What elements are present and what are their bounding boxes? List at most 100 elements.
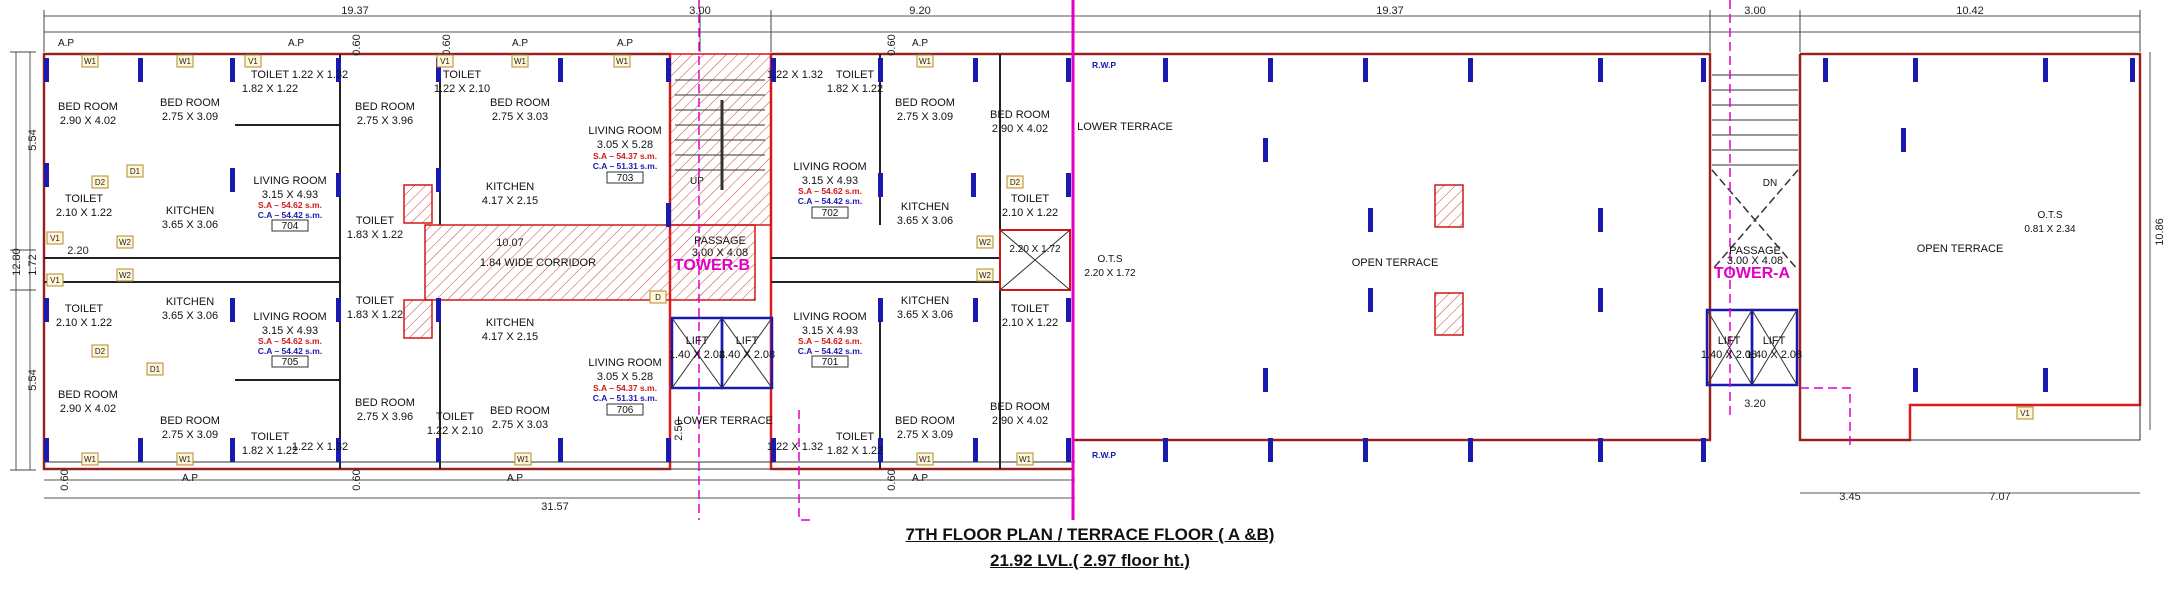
room-size: 2.10 X 1.22 bbox=[56, 317, 112, 329]
dim-left: 5.54 bbox=[27, 129, 39, 150]
area-ca: C.A – 54.42 s.m. bbox=[258, 210, 322, 220]
window-tag: V1 bbox=[50, 276, 60, 285]
dim-misc: 0.60 bbox=[886, 34, 898, 55]
flat-number: 702 bbox=[822, 208, 839, 219]
room-bed: BED ROOM bbox=[490, 405, 550, 417]
column-pillar bbox=[336, 58, 341, 82]
column-pillar bbox=[2043, 368, 2048, 392]
flat-number: 701 bbox=[822, 357, 839, 368]
room-size: 1.40 X 2.08 bbox=[669, 349, 725, 361]
window-tag: D2 bbox=[1010, 178, 1021, 187]
room-size: 1.83 X 1.22 bbox=[347, 309, 403, 321]
room-living: LIVING ROOM bbox=[253, 311, 326, 323]
room-toilet: TOILET bbox=[1011, 193, 1050, 205]
column-pillar bbox=[973, 58, 978, 82]
window-tag: D2 bbox=[95, 347, 106, 356]
room-lower-terrace: LOWER TERRACE bbox=[1077, 121, 1173, 133]
room-size: 2.75 X 3.96 bbox=[357, 115, 413, 127]
column-pillar bbox=[1066, 298, 1071, 322]
ots-box-center bbox=[999, 229, 1071, 291]
room-size: 2.75 X 3.96 bbox=[357, 411, 413, 423]
window-tag-box bbox=[244, 54, 262, 68]
room-size: 2.75 X 3.03 bbox=[492, 419, 548, 431]
rwp-marker: R.W.P bbox=[1092, 60, 1116, 70]
room-size: 3.05 X 5.28 bbox=[597, 371, 653, 383]
column-pillar bbox=[771, 58, 776, 82]
room-toilet: TOILET bbox=[356, 215, 395, 227]
column-pillar bbox=[878, 438, 883, 462]
room-size: 2.75 X 3.09 bbox=[162, 111, 218, 123]
room-size: 1.82 X 1.22 bbox=[827, 83, 883, 95]
flat-number-box bbox=[606, 403, 644, 416]
room-size: 3.65 X 3.06 bbox=[162, 219, 218, 231]
column-pillar bbox=[1363, 58, 1368, 82]
room-size: 2.75 X 3.09 bbox=[162, 429, 218, 441]
window-tag-box bbox=[976, 235, 994, 249]
ap-marker: A.P bbox=[58, 38, 74, 49]
room-bed: BED ROOM bbox=[160, 97, 220, 109]
column-pillar bbox=[44, 163, 49, 187]
window-tag: W1 bbox=[179, 57, 192, 66]
column-pillar bbox=[1363, 438, 1368, 462]
flat-number: 705 bbox=[282, 357, 299, 368]
lift-a2 bbox=[1750, 308, 1799, 387]
room-size: 3.15 X 4.93 bbox=[802, 175, 858, 187]
column-pillar bbox=[973, 298, 978, 322]
room-kitchen: KITCHEN bbox=[486, 317, 534, 329]
column-pillar bbox=[878, 58, 883, 82]
lift-b2 bbox=[720, 316, 774, 390]
column-pillar bbox=[436, 168, 441, 192]
flat-number-box bbox=[811, 355, 849, 368]
column-pillar bbox=[2043, 58, 2048, 82]
room-kitchen: KITCHEN bbox=[901, 295, 949, 307]
area-sa: S.A – 54.62 s.m. bbox=[258, 336, 322, 346]
column-pillar bbox=[1163, 58, 1168, 82]
column-pillar bbox=[1263, 368, 1268, 392]
room-passage: PASSAGE bbox=[694, 235, 746, 247]
dim-top: 3.00 bbox=[689, 5, 710, 17]
dim-misc: 0.60 bbox=[351, 469, 363, 490]
corridor-label: 1.84 WIDE CORRIDOR bbox=[480, 257, 596, 269]
room-living: LIVING ROOM bbox=[793, 311, 866, 323]
room-size: 4.17 X 2.15 bbox=[482, 195, 538, 207]
window-tag-box bbox=[81, 452, 99, 466]
column-pillar bbox=[436, 58, 441, 82]
room-size: 2.75 X 3.09 bbox=[897, 111, 953, 123]
column-pillar bbox=[230, 438, 235, 462]
window-tag: W1 bbox=[616, 57, 629, 66]
ots-size: 0.81 X 2.34 bbox=[2024, 224, 2076, 235]
room-kitchen: KITCHEN bbox=[166, 296, 214, 308]
column-pillar bbox=[1268, 58, 1273, 82]
column-pillar bbox=[230, 298, 235, 322]
column-pillar bbox=[138, 58, 143, 82]
room-kitchen: KITCHEN bbox=[486, 181, 534, 193]
ots-label: O.T.S bbox=[1097, 254, 1122, 265]
ots-hatch-4 bbox=[1434, 292, 1464, 336]
room-size: 2.75 X 3.03 bbox=[492, 111, 548, 123]
room-size: 3.65 X 3.06 bbox=[897, 215, 953, 227]
column-pillar bbox=[1598, 288, 1603, 312]
column-pillar bbox=[558, 58, 563, 82]
ots-hatch-3 bbox=[1434, 184, 1464, 228]
column-pillar bbox=[971, 173, 976, 197]
room-living: LIVING ROOM bbox=[588, 125, 661, 137]
ap-marker: A.P bbox=[617, 38, 633, 49]
window-tag-box bbox=[613, 54, 631, 68]
area-ca: C.A – 54.42 s.m. bbox=[798, 346, 862, 356]
room-toilet: TOILET bbox=[251, 431, 290, 443]
room-bed: BED ROOM bbox=[990, 109, 1050, 121]
column-pillar bbox=[1823, 58, 1828, 82]
room-size: 1.82 X 1.22 bbox=[827, 445, 883, 457]
flat-number: 703 bbox=[617, 173, 634, 184]
column-pillar bbox=[1598, 438, 1603, 462]
room-size: 1.22 X 2.10 bbox=[427, 425, 483, 437]
room-size: 2.10 X 1.22 bbox=[56, 207, 112, 219]
room-size: 1.82 X 1.22 bbox=[242, 445, 298, 457]
ap-marker: A.P bbox=[507, 473, 523, 484]
room-toilet: TOILET bbox=[65, 193, 104, 205]
ap-marker: A.P bbox=[912, 473, 928, 484]
area-sa: S.A – 54.37 s.m. bbox=[593, 151, 657, 161]
dim-top: 3.00 bbox=[1744, 5, 1765, 17]
room-kitchen: KITCHEN bbox=[901, 201, 949, 213]
